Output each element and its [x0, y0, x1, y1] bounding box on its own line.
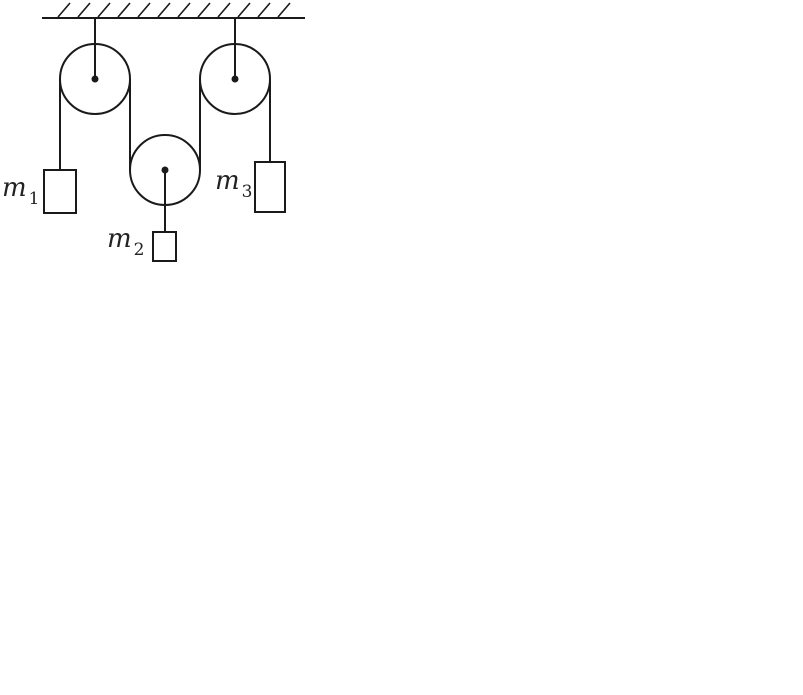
left-pulley-axle — [91, 75, 99, 83]
movable-pulley-axle — [161, 166, 169, 174]
mass-m2-block — [152, 231, 177, 262]
right-pulley-axle — [231, 75, 239, 83]
mass-m3-block — [254, 161, 286, 213]
mass-m1-block — [43, 169, 77, 214]
ceiling-hatching — [57, 2, 291, 18]
